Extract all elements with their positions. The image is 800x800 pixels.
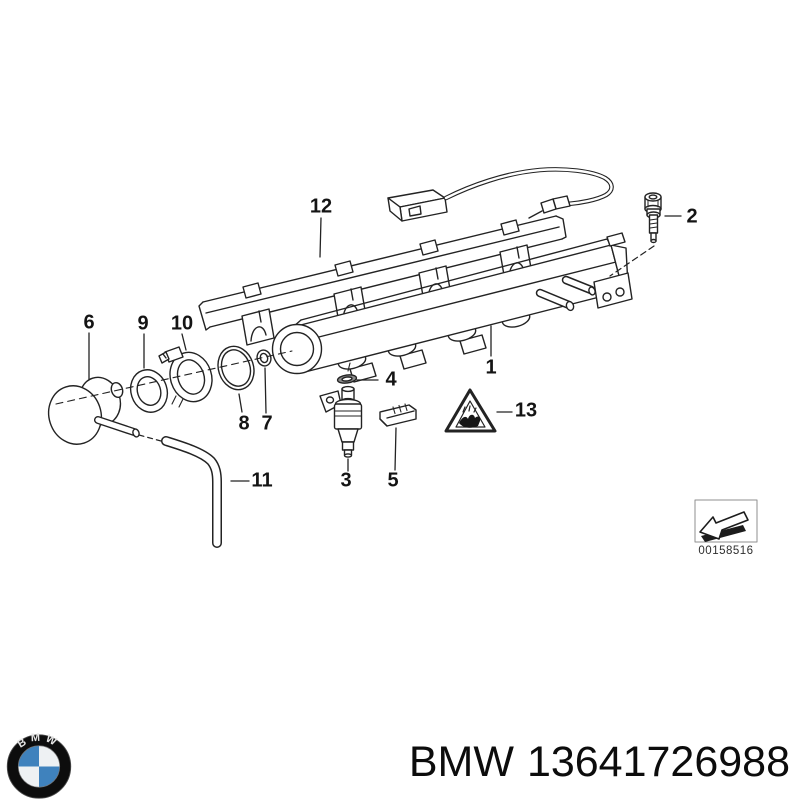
leader-lines xyxy=(88,215,682,482)
bmw-logo-quadrant-bl xyxy=(18,766,39,788)
callout-8: 8 xyxy=(238,412,250,435)
axis-centerline xyxy=(55,350,293,405)
drawing-root xyxy=(47,167,758,548)
stamp-box xyxy=(694,499,758,543)
brand-text: BMW xyxy=(408,738,514,786)
callout-5: 5 xyxy=(387,469,399,492)
seal-ring-9-drawing xyxy=(129,369,169,413)
mounting-bolt-2-drawing xyxy=(609,192,662,277)
stamp-number: 00158516 xyxy=(698,545,754,557)
clamp-10-drawing xyxy=(158,346,213,408)
fuel-injector-3-drawing xyxy=(319,385,363,458)
vacuum-hose-11-drawing xyxy=(161,436,222,548)
wiring-harness-cable-drawing xyxy=(387,167,614,222)
callout-7: 7 xyxy=(261,412,273,435)
part-number-text: 13641726988 xyxy=(526,738,790,786)
warning-triangle-13-icon xyxy=(444,388,497,433)
callout-11: 11 xyxy=(251,469,273,492)
o-ring-8-drawing xyxy=(217,345,255,391)
o-ring-7-drawing xyxy=(256,349,272,367)
callout-9: 9 xyxy=(137,312,149,335)
callout-4: 4 xyxy=(385,368,397,391)
stamp-arrow-icon xyxy=(701,525,746,542)
retaining-clip-5-drawing xyxy=(379,403,417,427)
bmw-logo: BMW xyxy=(6,733,72,799)
fuel-rail-1-drawing xyxy=(271,232,633,383)
callout-2: 2 xyxy=(686,205,698,228)
bmw-logo-quadrant-tr xyxy=(39,745,60,767)
injector-seal-4-drawing xyxy=(336,362,358,384)
callout-12: 12 xyxy=(309,195,333,218)
pressure-regulator-6-drawing xyxy=(47,376,162,445)
callout-6: 6 xyxy=(83,311,95,334)
callout-3: 3 xyxy=(340,469,352,492)
part-number-line: BMW 13641726988 xyxy=(409,741,790,784)
callout-13: 13 xyxy=(514,399,538,422)
callout-10: 10 xyxy=(170,312,194,335)
callout-1: 1 xyxy=(485,356,497,379)
bmw-logo-quadrant-br xyxy=(39,766,60,788)
bmw-logo-quadrant-tl xyxy=(18,745,39,767)
